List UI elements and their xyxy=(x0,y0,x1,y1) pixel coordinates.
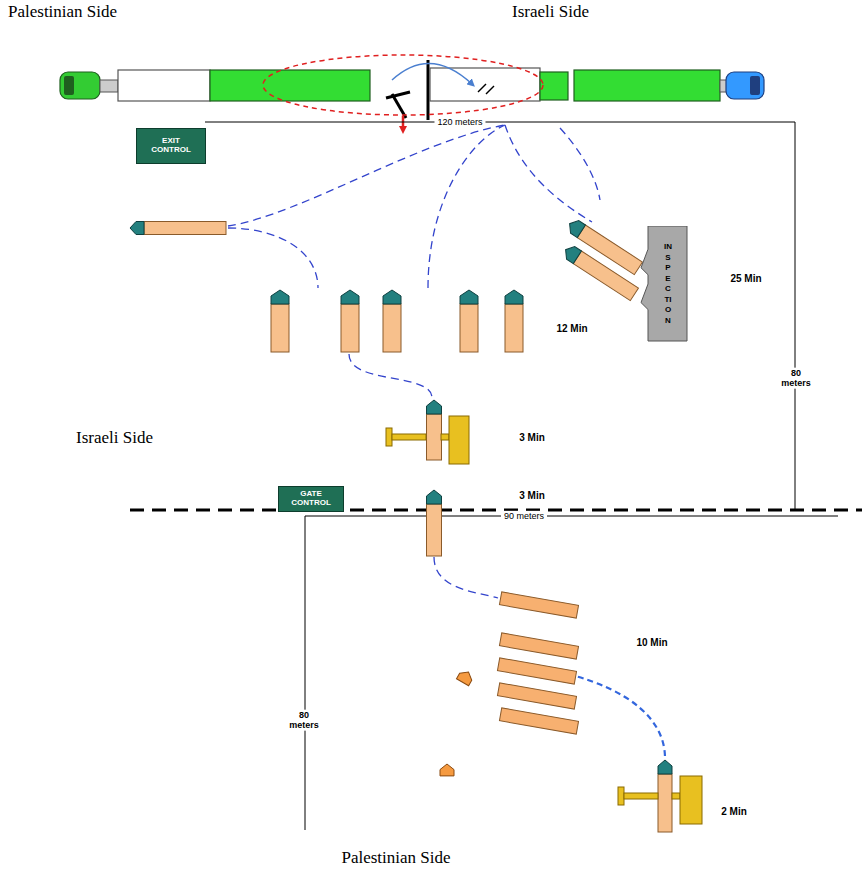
time-label: 25 Min xyxy=(730,273,761,285)
truck xyxy=(341,290,359,352)
time-label: 12 Min xyxy=(556,323,587,335)
parked-trailer xyxy=(497,658,576,684)
side-label: Israeli Side xyxy=(512,2,589,22)
distance-label: 120 meters xyxy=(434,117,485,127)
time-label: 3 Min xyxy=(519,490,545,502)
node-label: GATE CONTROL xyxy=(289,490,333,508)
inspection-building: INSPECTION xyxy=(640,226,688,342)
control-booth: GATE CONTROL xyxy=(278,486,344,512)
side-label: Palestinian Side xyxy=(341,848,450,868)
distance-label: 80 meters xyxy=(282,710,326,731)
truck xyxy=(383,290,401,352)
truck xyxy=(562,243,639,300)
truck xyxy=(427,490,442,556)
cab-marker xyxy=(440,764,454,776)
time-label: 2 Min xyxy=(721,806,747,818)
truck xyxy=(658,760,672,832)
side-label: Palestinian Side xyxy=(8,2,117,22)
truck xyxy=(427,400,442,460)
parked-trailer xyxy=(497,683,576,709)
time-label: 3 Min xyxy=(519,432,545,444)
truck xyxy=(505,290,523,352)
truck xyxy=(271,290,289,352)
control-booth: EXIT CONTROL xyxy=(136,128,206,164)
node-label: INSPECTION xyxy=(664,242,672,326)
distance-label: 80 meters xyxy=(774,368,818,389)
parked-trailer xyxy=(499,633,578,659)
truck xyxy=(130,222,226,235)
distance-label: 90 meters xyxy=(501,511,547,521)
node-label: EXIT CONTROL xyxy=(149,137,193,155)
truck xyxy=(460,290,478,352)
side-label: Israeli Side xyxy=(76,428,153,448)
parked-trailer xyxy=(499,592,578,618)
parked-trailer xyxy=(499,708,578,734)
cab-marker xyxy=(456,668,474,685)
time-label: 10 Min xyxy=(636,637,667,649)
